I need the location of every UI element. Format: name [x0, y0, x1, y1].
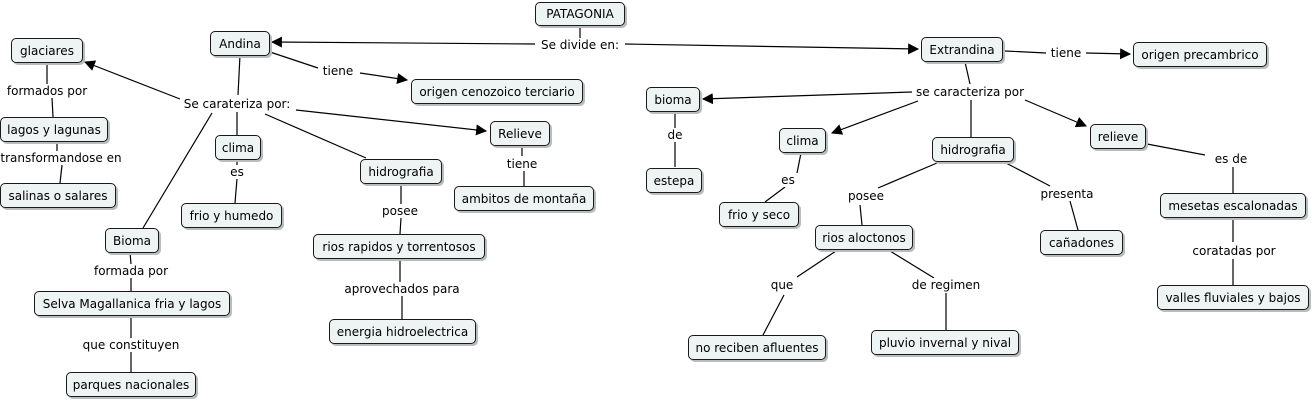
- node-ambitos-de-montana[interactable]: ambitos de montaña: [454, 186, 594, 211]
- link-relieve-tiene: tiene: [504, 157, 540, 171]
- link-formada-por: formada por: [91, 264, 171, 278]
- node-estepa[interactable]: estepa: [646, 168, 702, 193]
- link-clima-es: es: [228, 165, 246, 179]
- node-frio-y-humedo[interactable]: frio y humedo: [181, 203, 282, 228]
- node-lagos-y-lagunas[interactable]: lagos y lagunas: [0, 117, 108, 142]
- node-hidrografia-andina[interactable]: hidrografia: [360, 159, 442, 184]
- node-parques-nacionales[interactable]: parques nacionales: [66, 372, 196, 397]
- link-se-carateriza-por: Se carateriza por:: [181, 97, 293, 111]
- node-pluvio-invernal-y-nival[interactable]: pluvio invernal y nival: [871, 330, 1019, 355]
- link-formados-por: formados por: [4, 84, 90, 98]
- link-aprovechados-para: aprovechados para: [342, 282, 462, 296]
- node-frio-y-seco[interactable]: frio y seco: [719, 202, 799, 227]
- node-mesetas-escalonadas[interactable]: mesetas escalonadas: [1160, 193, 1306, 218]
- node-energia-hidroelectrica[interactable]: energia hidroelectrica: [329, 319, 476, 344]
- node-bioma-andina[interactable]: Bioma: [105, 228, 159, 253]
- node-rios-rapidos-y-torrentosos[interactable]: rios rapidos y torrentosos: [313, 234, 485, 259]
- link-extrandina-tiene: tiene: [1048, 46, 1084, 60]
- link-transformandose-en: transformandose en: [0, 151, 124, 165]
- node-relieve-extrandina[interactable]: relieve: [1090, 124, 1146, 149]
- node-no-reciben-afluentes[interactable]: no reciben afluentes: [688, 335, 826, 360]
- link-hidrografia-posee-extrandina: posee: [846, 189, 886, 203]
- node-andina[interactable]: Andina: [210, 31, 270, 56]
- link-se-divide-en: Se divide en:: [538, 38, 622, 52]
- node-extrandina[interactable]: Extrandina: [921, 37, 1003, 62]
- node-canadones[interactable]: cañadones: [1040, 230, 1123, 255]
- link-bioma-de: de: [665, 128, 685, 142]
- link-andina-tiene: tiene: [320, 64, 356, 78]
- node-clima-extrandina[interactable]: clima: [779, 128, 826, 153]
- node-valles-fluviales-y-bajos[interactable]: valles fluviales y bajos: [1157, 285, 1309, 310]
- node-relieve-andina[interactable]: Relieve: [490, 121, 550, 146]
- link-clima-es-extrandina: es: [779, 173, 797, 187]
- node-origen-cenozoico-terciario[interactable]: origen cenozoico terciario: [411, 79, 583, 104]
- node-glaciares[interactable]: glaciares: [11, 38, 83, 63]
- link-se-caracteriza-por: se caracteriza por: [914, 85, 1026, 99]
- link-de-regimen: de regimen: [909, 278, 983, 292]
- link-que-constituyen: que constituyen: [80, 338, 182, 352]
- node-bioma-extrandina[interactable]: bioma: [646, 87, 700, 112]
- link-hidrografia-posee: posee: [380, 204, 420, 218]
- node-rios-aloctonos[interactable]: rios aloctonos: [815, 225, 913, 250]
- link-presenta: presenta: [1038, 187, 1096, 201]
- node-hidrografia-extrandina[interactable]: hidrografia: [932, 137, 1014, 162]
- link-que: que: [768, 278, 796, 292]
- link-coratadas-por: coratadas por: [1190, 244, 1278, 258]
- link-es-de: es de: [1212, 152, 1250, 166]
- node-clima-andina[interactable]: clima: [215, 135, 261, 160]
- node-origen-precambrico[interactable]: origen precambrico: [1133, 42, 1267, 67]
- node-selva-magallanica[interactable]: Selva Magallanica fria y lagos: [34, 291, 230, 316]
- node-salinas-o-salares[interactable]: salinas o salares: [0, 183, 116, 208]
- node-patagonia[interactable]: PATAGONIA: [535, 2, 625, 26]
